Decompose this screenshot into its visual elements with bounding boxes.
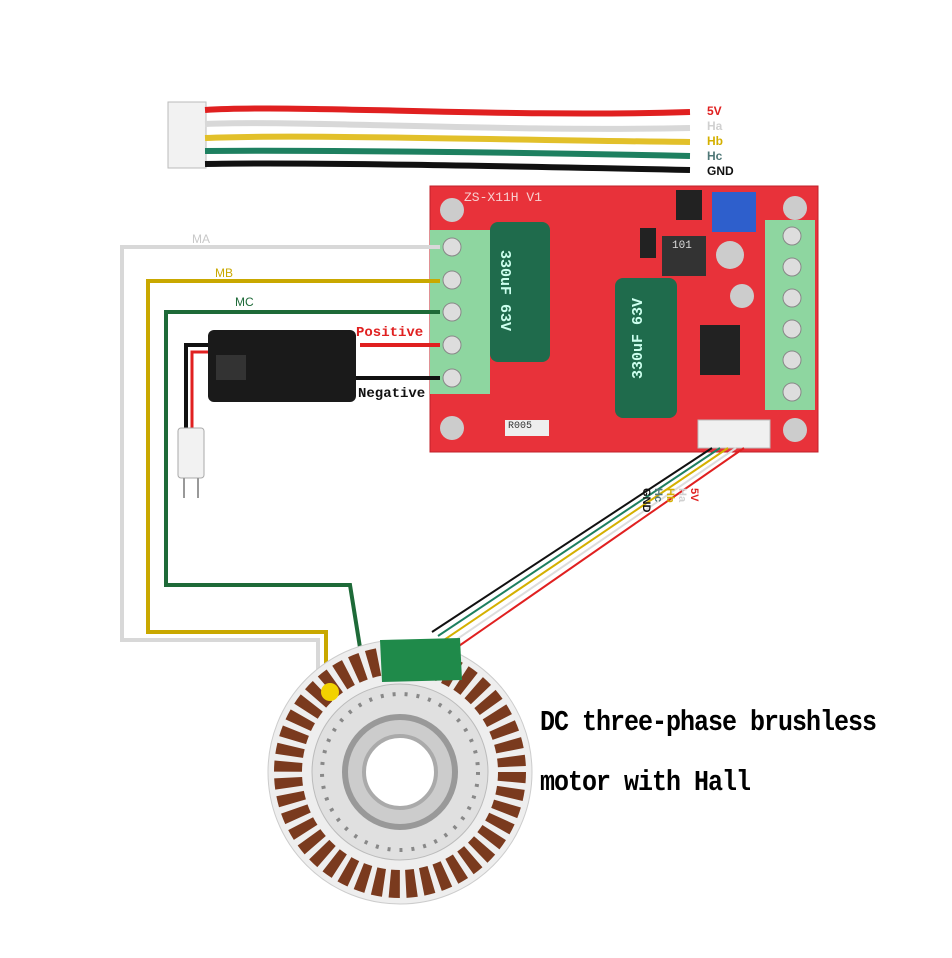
hall-harness [167,101,691,173]
conn-label-ha: Ha [676,488,688,503]
label-ha: Ha [707,119,723,133]
power-supply [177,330,440,498]
capacitor-label-1: 330uF 63V [496,250,513,332]
conn-label-hb: Hb [664,488,676,503]
conn-label-5v: 5V [688,488,700,502]
motor-stator [267,638,533,905]
label-mb: MB [215,266,233,280]
board-model-label: ZS-X11H V1 [464,190,543,205]
label-hc: Hc [707,149,723,163]
capacitor-label-2: 330uF 63V [630,298,647,380]
label-mc: MC [235,295,254,309]
label-hb: Hb [707,134,723,148]
label-5v: 5V [707,104,722,118]
hall-wires [431,447,745,649]
caption-line-1: DC three-phase brushless [540,705,877,740]
resistor-label: R005 [508,421,533,432]
hall-connector-labels: 5V Ha Hb Hc GND [640,488,700,512]
caption-line-2: motor with Hall [540,765,751,800]
inductor-label: 101 [672,240,692,252]
phase-wires [120,245,440,710]
label-positive: Positive [356,325,424,341]
label-ma: MA [192,232,210,246]
conn-label-hc: Hc [652,488,664,503]
controller-board [429,185,819,453]
conn-label-gnd: GND [640,488,652,513]
label-negative: Negative [358,386,426,402]
label-gnd: GND [707,164,734,178]
